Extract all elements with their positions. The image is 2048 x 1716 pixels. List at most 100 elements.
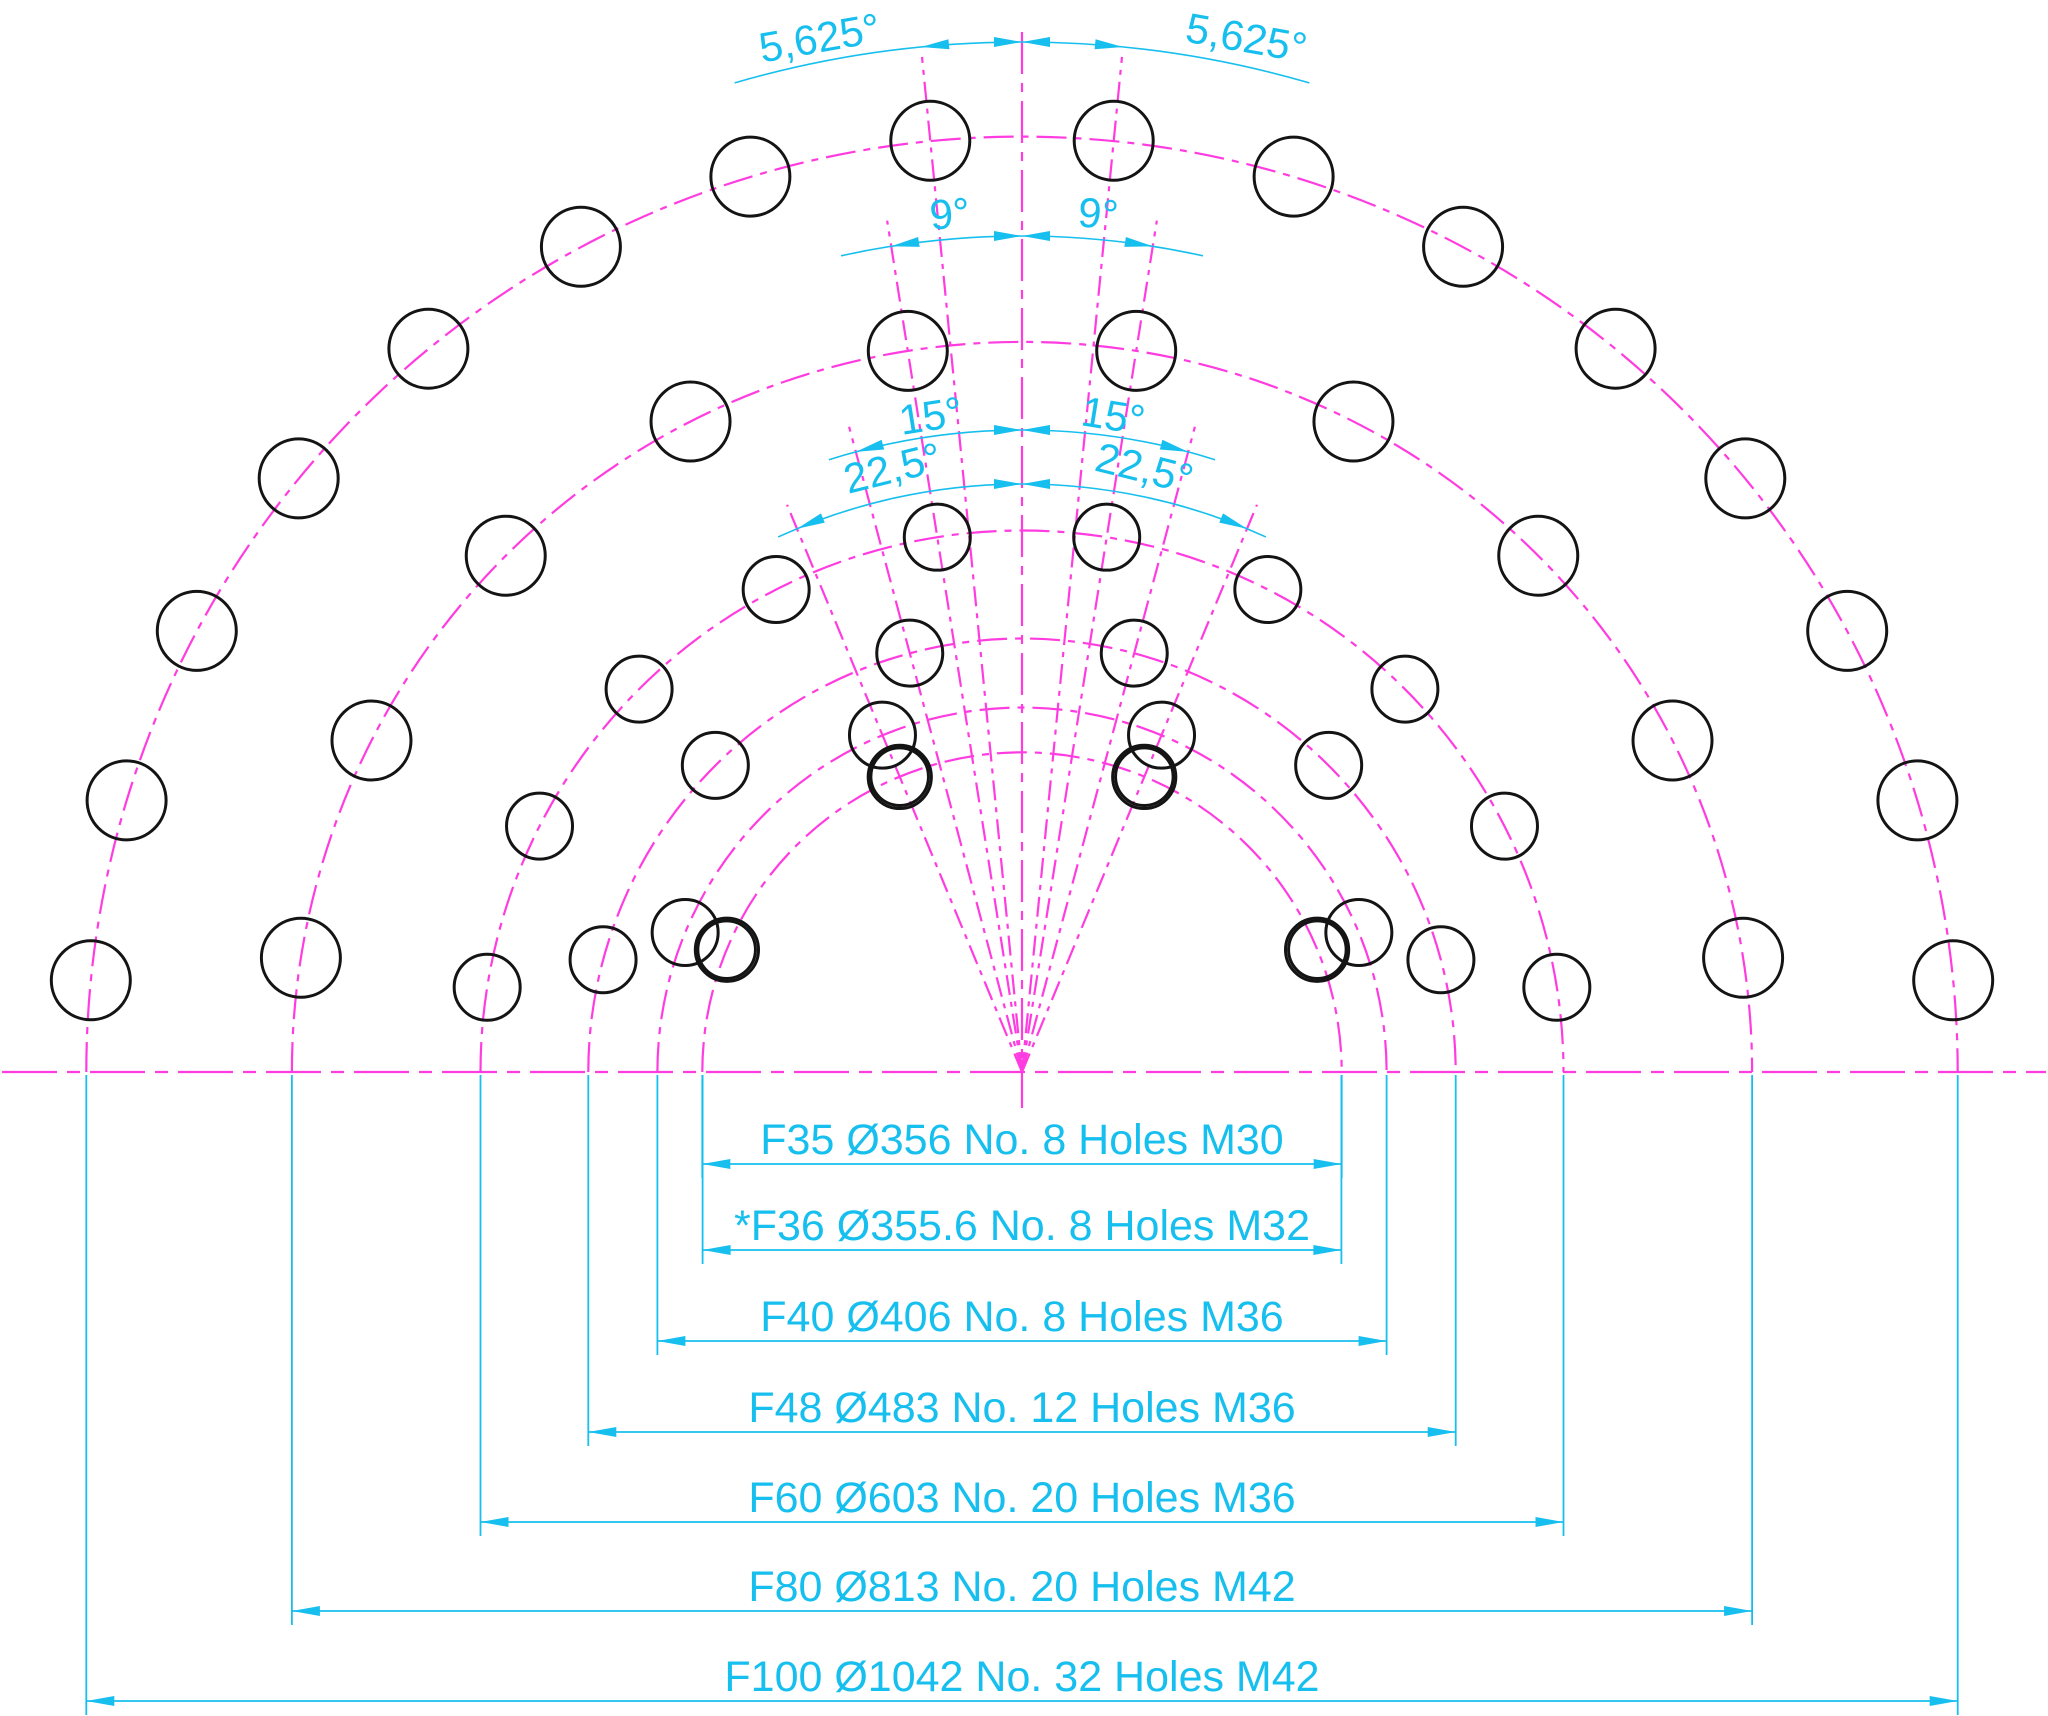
bolt-hole-F100-11 bbox=[1422, 205, 1505, 288]
bolt-hole-F40-2 bbox=[847, 700, 917, 770]
bolt-hole-F80-10 bbox=[1702, 916, 1785, 999]
bolt-hole-F48-3 bbox=[875, 618, 945, 688]
dimension-arrow-left-F60 bbox=[480, 1517, 509, 1527]
bolt-hole-F100-8 bbox=[889, 99, 972, 182]
bolt-hole-F100-13 bbox=[1704, 437, 1787, 520]
dimension-label-F60: F60 Ø603 No. 20 Holes M36 bbox=[748, 1474, 1295, 1522]
dimension-arrow-right-F36 bbox=[1313, 1245, 1342, 1255]
dimension-label-F35: F35 Ø356 No. 8 Holes M30 bbox=[760, 1116, 1283, 1164]
angle-dim-label: 15° bbox=[896, 387, 966, 443]
bolt-hole-F35-3 bbox=[1114, 746, 1175, 807]
angle-dim-label: 15° bbox=[1078, 387, 1148, 443]
dimension-arrow-left-F80 bbox=[291, 1606, 320, 1616]
dimension-arrow-right-F40 bbox=[1358, 1336, 1387, 1346]
bolt-hole-F100-1 bbox=[49, 939, 132, 1022]
dimension-arrow-right-F48 bbox=[1427, 1427, 1456, 1437]
bolt-hole-F100-12 bbox=[1574, 307, 1657, 390]
bolt-hole-F48-1 bbox=[568, 925, 638, 995]
dimension-label-F80: F80 Ø813 No. 20 Holes M42 bbox=[748, 1563, 1295, 1611]
bolt-hole-F60-2 bbox=[505, 791, 575, 861]
angle-arrow bbox=[1124, 236, 1153, 247]
bolt-circle-arc-F60 bbox=[479, 529, 1565, 1073]
dimension-arrow-right-F60 bbox=[1535, 1517, 1564, 1527]
angle-arrow bbox=[994, 37, 1022, 47]
bolt-hole-F60-5 bbox=[902, 502, 972, 572]
bolt-circle-arc-F35 bbox=[701, 751, 1343, 1073]
bolt-hole-F60-3 bbox=[604, 654, 674, 724]
bolt-hole-F100-15 bbox=[1876, 759, 1959, 842]
angle-arrow bbox=[1022, 37, 1050, 47]
bolt-hole-F80-3 bbox=[464, 514, 547, 597]
angle-arrow bbox=[994, 231, 1022, 241]
bolt-hole-F60-4 bbox=[741, 555, 811, 625]
dimension-arrow-left-F35 bbox=[702, 1159, 731, 1169]
bolt-hole-F35-1 bbox=[696, 919, 757, 980]
bolt-circle-arc-F48 bbox=[587, 637, 1457, 1073]
dimension-arrow-left-F48 bbox=[588, 1427, 617, 1437]
radial-centerline bbox=[1020, 220, 1158, 1073]
bolt-hole-F60-9 bbox=[1469, 791, 1539, 861]
dimension-arrow-left-F36 bbox=[702, 1245, 731, 1255]
angle-dim-arc-0 bbox=[734, 41, 1310, 84]
angle-arrow bbox=[891, 236, 920, 247]
dimension-arrow-right-F100 bbox=[1929, 1696, 1958, 1706]
bolt-hole-F48-5 bbox=[1294, 730, 1364, 800]
bolt-hole-F80-4 bbox=[649, 380, 732, 463]
bolt-hole-F80-6 bbox=[1095, 309, 1178, 392]
angle-arrow bbox=[796, 513, 825, 529]
bolt-hole-F36-1 bbox=[693, 916, 761, 983]
bolt-hole-F60-10 bbox=[1522, 952, 1592, 1022]
bolt-hole-F48-4 bbox=[1099, 618, 1169, 688]
angle-arrow bbox=[1159, 439, 1189, 452]
dimension-label-F40: F40 Ø406 No. 8 Holes M36 bbox=[760, 1293, 1283, 1341]
angle-dim-label: 22,5° bbox=[1091, 433, 1198, 502]
bolt-hole-F60-7 bbox=[1233, 555, 1303, 625]
angle-arrow bbox=[994, 479, 1022, 489]
bolt-hole-F100-14 bbox=[1806, 589, 1889, 672]
radial-centerline bbox=[1020, 426, 1196, 1073]
bolt-hole-F40-3 bbox=[1127, 700, 1197, 770]
radial-centerline bbox=[1020, 504, 1258, 1073]
bolt-hole-F100-16 bbox=[1912, 939, 1995, 1022]
bolt-hole-F40-1 bbox=[650, 897, 720, 967]
radial-centerline bbox=[886, 220, 1024, 1073]
angle-arrow bbox=[1022, 425, 1050, 435]
bolt-hole-F100-4 bbox=[257, 437, 340, 520]
angle-dim-arc-3 bbox=[777, 483, 1267, 538]
bolt-hole-F35-2 bbox=[869, 746, 930, 807]
bolt-hole-F100-10 bbox=[1252, 135, 1335, 218]
bolt-circle-arc-F100 bbox=[85, 135, 1959, 1073]
angle-arrow bbox=[1219, 513, 1248, 529]
dimension-arrow-left-F100 bbox=[86, 1696, 115, 1706]
angle-dim-arc-1 bbox=[840, 235, 1204, 257]
angle-arrow bbox=[994, 425, 1022, 435]
angle-dim-label: 9° bbox=[1076, 188, 1120, 238]
dimension-label-F100: F100 Ø1042 No. 32 Holes M42 bbox=[724, 1653, 1319, 1701]
bolt-hole-F48-6 bbox=[1406, 925, 1476, 995]
bolt-hole-F80-7 bbox=[1312, 380, 1395, 463]
dimension-arrow-right-F35 bbox=[1313, 1159, 1342, 1169]
bolt-hole-F100-9 bbox=[1072, 99, 1155, 182]
bolt-circle-arc-F80 bbox=[290, 340, 1754, 1073]
bolt-hole-F80-9 bbox=[1631, 699, 1714, 782]
bolt-hole-F36-3 bbox=[1111, 743, 1178, 811]
bolt-hole-F60-8 bbox=[1370, 654, 1440, 724]
bolt-hole-F100-5 bbox=[387, 307, 470, 390]
angle-dim-label: 9° bbox=[928, 188, 972, 238]
bolt-hole-F60-1 bbox=[452, 952, 522, 1022]
dimension-label-F48: F48 Ø483 No. 12 Holes M36 bbox=[748, 1384, 1295, 1432]
angle-arrow bbox=[1094, 39, 1123, 50]
bolt-hole-F60-6 bbox=[1072, 502, 1142, 572]
bolt-hole-F100-2 bbox=[85, 759, 168, 842]
radial-centerline bbox=[920, 56, 1024, 1073]
angle-arrow bbox=[855, 439, 885, 452]
bolt-hole-F100-7 bbox=[709, 135, 792, 218]
bolt-hole-F80-1 bbox=[259, 916, 342, 999]
bolt-hole-F100-3 bbox=[155, 589, 238, 672]
bolt-hole-F80-8 bbox=[1497, 514, 1580, 597]
angle-dim-label: 5,625° bbox=[1182, 4, 1310, 71]
radial-centerline bbox=[848, 426, 1024, 1073]
angle-arrow bbox=[1022, 231, 1050, 241]
